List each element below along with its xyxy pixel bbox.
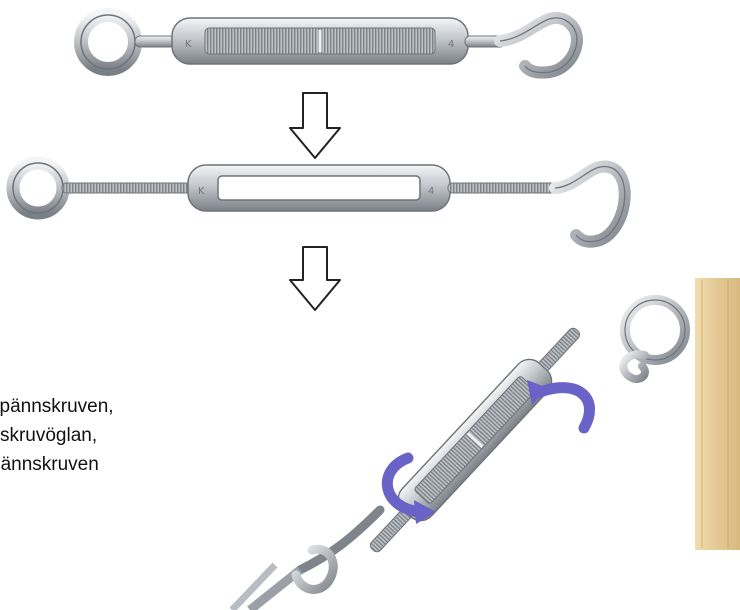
turnbuckle-extended: K 4 bbox=[13, 163, 625, 242]
caption-line-3: pännskruven bbox=[0, 450, 330, 479]
caption-text: spännskruven, ill skruvöglan, pännskruve… bbox=[0, 392, 330, 479]
down-arrow-1 bbox=[290, 93, 340, 158]
svg-text:K: K bbox=[198, 186, 205, 197]
svg-text:K: K bbox=[185, 39, 192, 50]
caption-line-2: ill skruvöglan, bbox=[0, 421, 330, 450]
caption-line-1: spännskruven, bbox=[0, 392, 330, 421]
svg-text:4: 4 bbox=[428, 186, 434, 197]
rotation-arrow-top bbox=[540, 388, 590, 428]
hook-end bbox=[555, 166, 625, 241]
turnbuckle-closed: K 4 bbox=[81, 15, 577, 73]
down-arrow-2 bbox=[290, 247, 340, 310]
svg-text:4: 4 bbox=[448, 39, 454, 50]
